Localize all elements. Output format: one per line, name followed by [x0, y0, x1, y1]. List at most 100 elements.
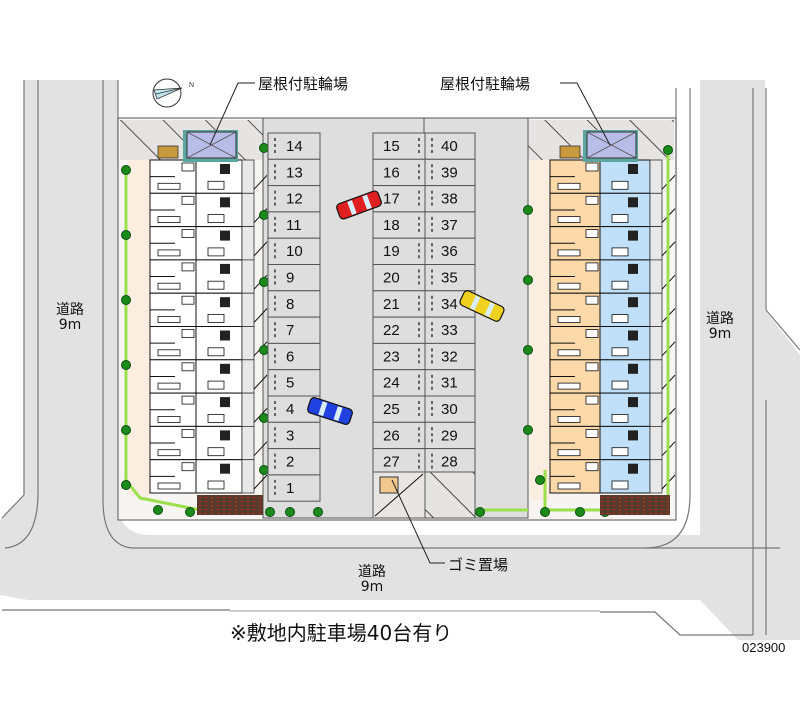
parking-space: 13 [267, 158, 321, 187]
space-number: 32 [441, 348, 458, 365]
road-west [0, 80, 800, 640]
tree-icon [259, 210, 269, 220]
space-number: 24 [383, 375, 400, 392]
space-number: 6 [286, 348, 294, 365]
parking-space: 36 [424, 237, 476, 265]
road-south-width: 9m [360, 579, 384, 595]
cars [307, 190, 505, 425]
space-number: 15 [383, 138, 400, 155]
tree-icon [535, 475, 545, 485]
space-number: 4 [286, 401, 294, 418]
tree-icon [121, 295, 131, 305]
space-number: 21 [383, 296, 400, 313]
parking-space: 35 [424, 264, 476, 292]
space-number: 16 [383, 164, 400, 181]
parking-space: 20 [372, 264, 426, 292]
parking-space: 17 [372, 185, 426, 213]
apartment-unit [549, 326, 676, 361]
bicycle-parking-right [559, 130, 638, 162]
tree-icon [259, 143, 269, 153]
parking-space: 38 [424, 185, 476, 213]
tree-icon [121, 165, 131, 175]
parking-space: 21 [372, 290, 426, 318]
tree-icon [285, 507, 295, 517]
parking-space: 37 [424, 211, 476, 239]
space-number: 23 [383, 348, 400, 365]
road-west-label: 道路 9m [52, 303, 88, 333]
bicycle-parking-left-label: 屋根付駐輪場 [258, 75, 349, 93]
space-number: 3 [286, 427, 294, 444]
space-number: 34 [441, 296, 458, 313]
parking-space: 6 [267, 342, 321, 371]
parking-space: 24 [372, 369, 426, 397]
parking-space: 8 [267, 290, 321, 318]
space-number: 26 [383, 427, 400, 444]
apartment-unit [149, 192, 268, 228]
parking-space: 11 [267, 211, 321, 239]
callout-leaders [209, 82, 611, 564]
tree-icon [523, 205, 533, 215]
space-number: 40 [441, 138, 458, 155]
svg-text:N: N [189, 82, 194, 89]
tree-icon [121, 480, 131, 490]
parking-space: 31 [424, 369, 476, 397]
tree-icon [523, 425, 533, 435]
space-number: 30 [441, 401, 458, 418]
apartment-unit [549, 226, 676, 261]
apartment-unit [149, 292, 268, 328]
parking-space: 28 [424, 448, 476, 476]
parking-space: 5 [267, 369, 321, 397]
road-east-width: 9m [708, 326, 732, 342]
brick-paving-east [600, 495, 670, 515]
parking-space: 7 [267, 316, 321, 344]
bicycle-parking-right-label: 屋根付駐輪場 [440, 75, 531, 93]
space-number: 13 [286, 164, 303, 181]
tree-icon [259, 465, 269, 475]
apartment-unit [149, 425, 268, 461]
parking-space: 15 [372, 132, 426, 160]
space-number: 19 [383, 243, 400, 260]
tree-icon [575, 507, 585, 517]
parking-space: 1 [267, 474, 321, 502]
parking-space: 39 [424, 158, 476, 187]
parking-space: 10 [267, 237, 321, 265]
tree-icon [259, 345, 269, 355]
garbage-area [372, 471, 476, 519]
apartment-unit [149, 259, 268, 294]
space-number: 29 [441, 427, 458, 444]
space-number: 7 [286, 322, 294, 339]
parking-space: 40 [424, 132, 476, 160]
north-arrow-icon: N [152, 78, 194, 108]
apartment-unit [549, 292, 676, 328]
apartment-unit [549, 392, 676, 427]
apartment-unit [149, 159, 268, 194]
tree-icon [259, 413, 269, 423]
space-number: 14 [286, 138, 303, 155]
space-number: 27 [383, 454, 400, 471]
apartment-unit [149, 326, 268, 361]
parking-space: 32 [424, 342, 476, 371]
parking-spaces: 1413121110987654321151617181920212223242… [267, 132, 476, 502]
space-number: 37 [441, 217, 458, 234]
road-south-label: 道路 9m [354, 565, 390, 595]
space-number: 36 [441, 243, 458, 260]
apartment-unit [149, 359, 268, 394]
parking-space: 16 [372, 158, 426, 187]
space-number: 28 [441, 454, 458, 471]
space-number: 2 [286, 454, 294, 471]
apartment-unit [549, 259, 676, 294]
road-south-name: 道路 [358, 564, 386, 580]
parking-space: 19 [372, 237, 426, 265]
road-east-label: 道路 9m [702, 312, 738, 342]
parking-note: ※敷地内駐車場40台有り [230, 621, 453, 645]
space-number: 8 [286, 296, 294, 313]
tree-icon [265, 507, 275, 517]
parking-space: 14 [267, 132, 321, 160]
apartment-unit [549, 359, 676, 394]
parking-space: 29 [424, 421, 476, 450]
tree-icon [523, 275, 533, 285]
car-icon [336, 190, 382, 220]
tree-icon [153, 505, 163, 515]
map-code: 023900 [742, 640, 786, 655]
space-number: 10 [286, 243, 303, 260]
